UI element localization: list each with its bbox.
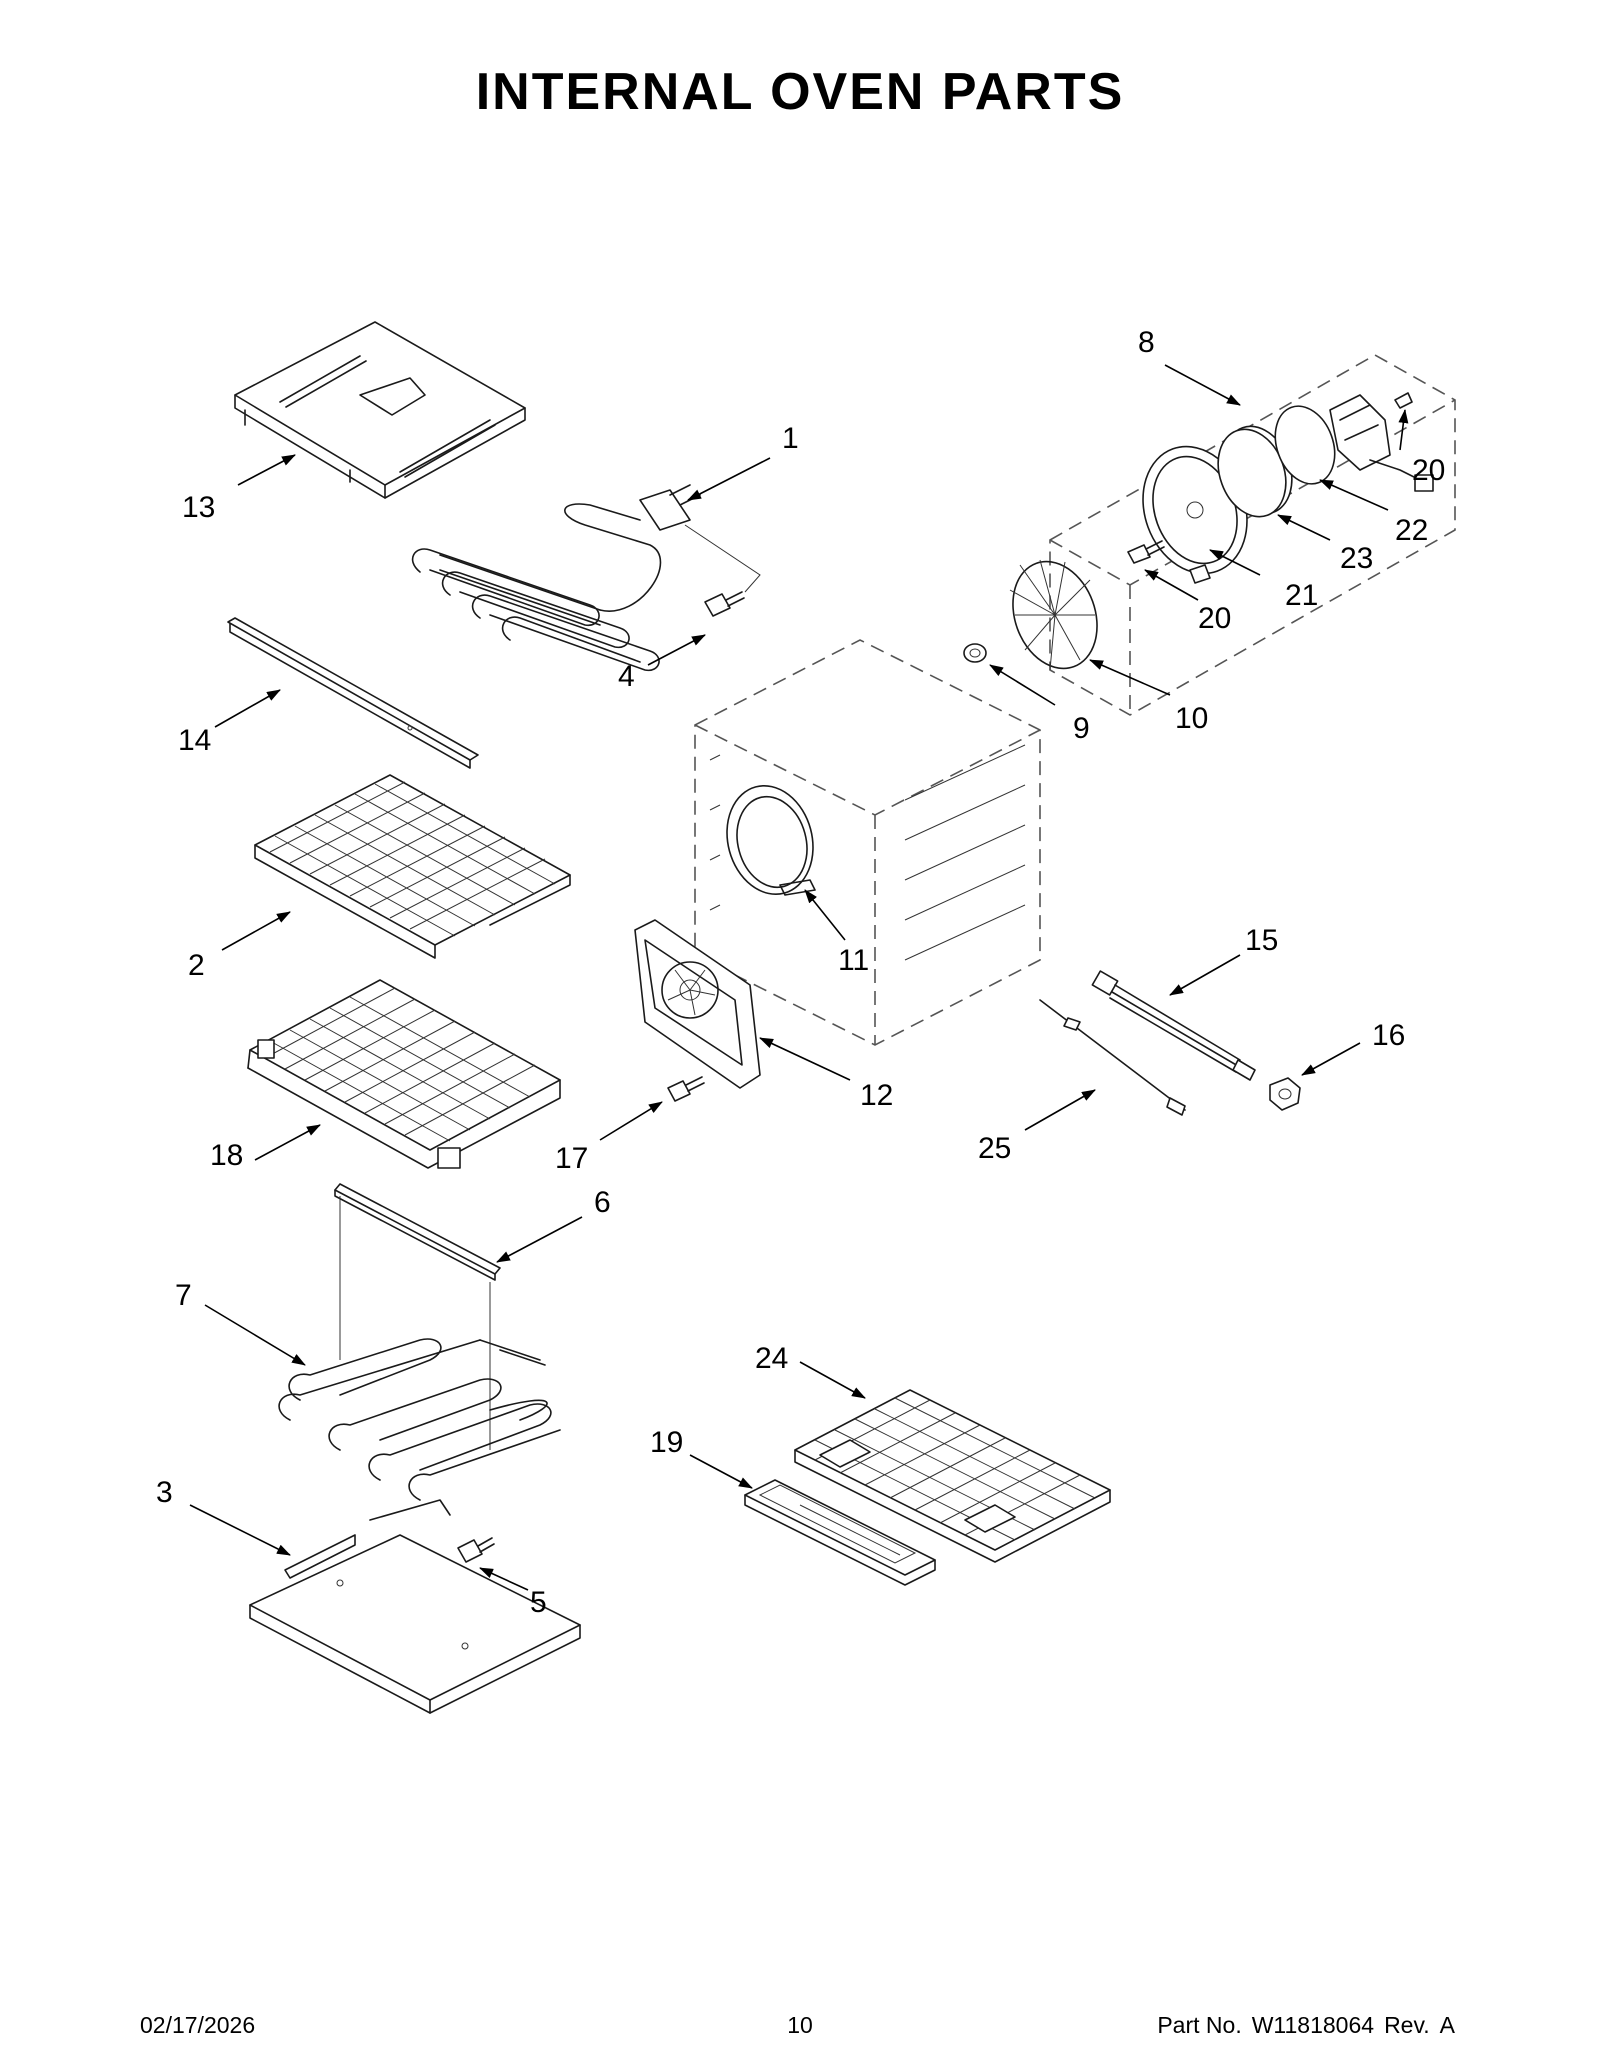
callout-11: 11 (838, 944, 869, 977)
part-16-nut (1269, 1077, 1301, 1111)
part-14-bracket (227, 617, 479, 769)
callout-21: 21 (1285, 579, 1318, 612)
footer-page-number: 10 (787, 2012, 813, 2038)
part-25-sensor-probe (1039, 999, 1186, 1116)
part-number: W11818064 (1251, 2012, 1375, 2038)
part-2-oven-rack (254, 774, 571, 959)
callout-12: 12 (860, 1079, 893, 1112)
callout-8: 8 (1138, 326, 1155, 359)
part-7-bake-element (278, 1338, 561, 1501)
part-23-disc (1217, 425, 1293, 518)
callout-25: 25 (978, 1132, 1011, 1165)
callout-7: 7 (175, 1279, 192, 1312)
footer-part-info: Part No. W11818064 Rev. A (1147, 2012, 1455, 2039)
part-5-screw (457, 1537, 495, 1563)
callout-19: 19 (650, 1426, 683, 1459)
page-title: INTERNAL OVEN PARTS (475, 63, 1125, 121)
part-12-fan-cover (634, 919, 761, 1089)
callout-6: 6 (594, 1186, 611, 1219)
callout-10: 10 (1175, 702, 1208, 735)
part-19-broil-tray (744, 1479, 936, 1586)
part-number-label: Part No. (1157, 2012, 1242, 2038)
part-22-plate (1274, 405, 1336, 485)
callout-9: 9 (1073, 712, 1090, 745)
part-3-bottom-panel (249, 1499, 581, 1714)
callout-labels: 1 13 4 14 2 18 6 7 3 5 8 20 22 23 21 20 … (156, 326, 1445, 1619)
callout-18: 18 (210, 1139, 243, 1172)
part-6-front-bracket (334, 1183, 501, 1450)
part-4-screw (704, 591, 745, 617)
callout-2: 2 (188, 949, 205, 982)
part-1-broil-element (411, 484, 761, 672)
part-9-nut (963, 643, 987, 663)
callout-leaders (189, 364, 1409, 1591)
footer-date: 02/17/2026 (140, 2012, 256, 2038)
part-20-screw-lower (1127, 540, 1165, 564)
callout-20-lower: 20 (1198, 602, 1231, 635)
part-11-convection-element (726, 784, 816, 896)
part-13-top-panel (234, 321, 526, 499)
callout-16: 16 (1372, 1019, 1405, 1052)
callout-20-upper: 20 (1412, 454, 1445, 487)
callout-4: 4 (618, 660, 635, 693)
callout-23: 23 (1340, 542, 1373, 575)
part-convection-motor (1329, 392, 1434, 492)
part-24-dual-rack (794, 1389, 1111, 1563)
revision: A (1439, 2012, 1455, 2038)
part-18-sliding-rack (247, 979, 561, 1169)
callout-3: 3 (156, 1476, 173, 1509)
part-10-fan-blade (1009, 559, 1098, 671)
callout-22: 22 (1395, 514, 1428, 547)
callout-1: 1 (782, 422, 799, 455)
callout-17: 17 (555, 1142, 588, 1175)
callout-14: 14 (178, 724, 211, 757)
part-15-wire-harness (1091, 970, 1256, 1081)
callout-15: 15 (1245, 924, 1278, 957)
part-17-screw (667, 1076, 705, 1102)
revision-label: Rev. (1384, 2012, 1430, 2038)
callout-5: 5 (530, 1586, 547, 1619)
callout-13: 13 (182, 491, 215, 524)
callout-24: 24 (755, 1342, 788, 1375)
